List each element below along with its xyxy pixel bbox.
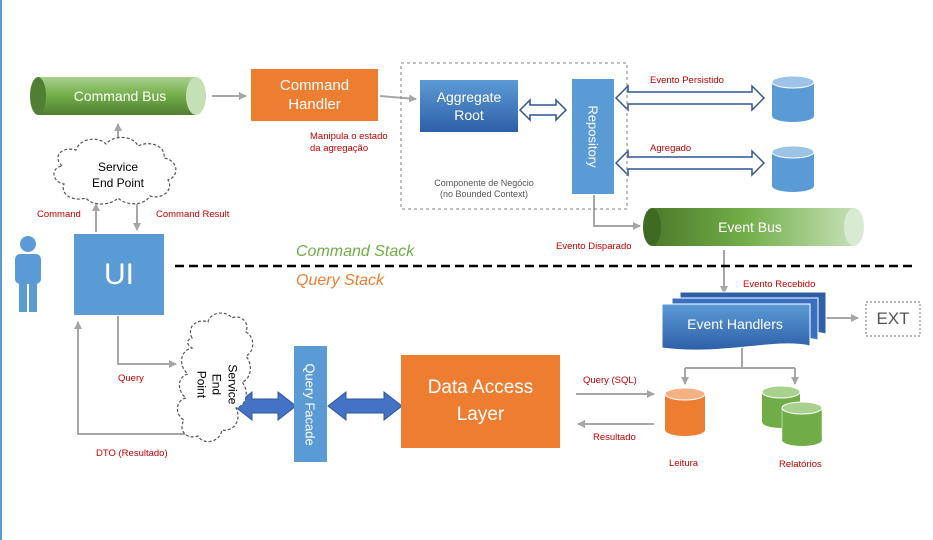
double-arrow-facade-dal [327,390,403,422]
service-end-point-2-wrap: Service End Point [186,334,246,434]
ext-label: EXT [876,309,910,328]
service-end-point-cloud [53,136,177,205]
manipula-label: Manipula o estado da agregação [310,131,388,155]
double-arrow-aggregate-repository [518,98,568,122]
event-handlers-stack [661,291,827,351]
ext-box [865,301,921,337]
event-handlers-label: Event Handlers [687,316,783,332]
arrow-repo-to-eventbus [593,195,641,230]
evento-persistido-label: Evento Persistido [650,75,724,86]
service-end-point-2-label: Service End Point [194,363,240,404]
double-arrow-evento-persistido [614,84,766,112]
command-bus-label: Command Bus [73,88,167,104]
aggregate-root-box: Aggregate Root [420,80,518,132]
db-agregado-icon [771,145,815,192]
command-result-label: Command Result [156,209,230,220]
resultado-label: Resultado [593,432,636,443]
command-stack-label: Command Stack [296,243,415,260]
relatorios-label: Relatórios [779,459,822,470]
command-bus-cylinder [30,77,206,115]
person-icon [15,236,41,312]
evento-disparado-label: Evento Disparado [556,241,632,252]
db-leitura-icon [664,387,706,436]
db-evento-persistido-icon [771,75,815,122]
service-end-point-label: Service End Point [91,159,145,190]
command-handler-box: Command Handler [251,69,378,121]
business-component-label: Componente de Negócio (no Bounded Contex… [434,178,534,200]
command-label: Command [37,209,81,220]
leitura-label: Leitura [669,458,699,469]
db-relatorios-icon [761,385,823,446]
evento-recebido-label: Evento Recebido [743,279,816,290]
query-facade-box: Query Facade [294,346,327,462]
double-arrow-agregado [614,149,766,177]
query-label: Query [118,373,144,384]
repository-box: Repository [572,79,614,194]
data-access-layer-box: Data Access Layer [401,355,560,448]
ui-box: UI [74,234,164,315]
query-sql-label: Query (SQL) [583,375,637,386]
arrow-handler-to-aggregate [379,94,417,103]
arrow-ui-query [117,316,177,368]
query-stack-label: Query Stack [296,272,385,289]
arrow-dto-resultado [74,321,196,435]
event-bus-cylinder [643,208,864,246]
event-bus-label: Event Bus [718,219,782,235]
agregado-label: Agregado [650,143,692,154]
dto-resultado-label: DTO (Resultado) [96,448,168,459]
query-facade-label: Query Facade [303,362,318,446]
service-end-point-2-cloud [176,312,254,443]
repository-label: Repository [585,105,601,168]
